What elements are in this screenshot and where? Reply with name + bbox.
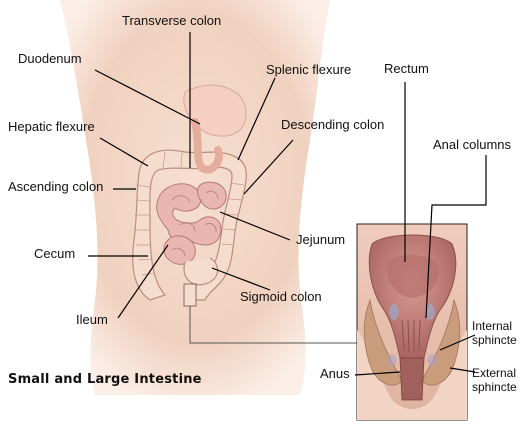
label-internal-sphincter: Internal sphincte bbox=[472, 320, 517, 348]
label-cecum: Cecum bbox=[34, 247, 75, 262]
sigmoid-colon-shape bbox=[184, 258, 218, 285]
label-hepatic-flexure: Hepatic flexure bbox=[8, 120, 95, 135]
label-rectum: Rectum bbox=[384, 62, 429, 77]
diagram-title: Small and Large Intestine bbox=[8, 372, 202, 387]
label-ascending-colon: Ascending colon bbox=[8, 180, 103, 195]
label-descending-colon: Descending colon bbox=[281, 118, 384, 133]
label-ileum: Ileum bbox=[76, 313, 108, 328]
label-sigmoid-colon: Sigmoid colon bbox=[240, 290, 322, 305]
label-external-sphincter: External sphincte bbox=[472, 367, 517, 395]
label-anus: Anus bbox=[320, 367, 350, 382]
rectum-tube bbox=[184, 284, 196, 306]
rectum-inset bbox=[357, 224, 467, 420]
label-duodenum: Duodenum bbox=[18, 52, 82, 67]
label-transverse-colon: Transverse colon bbox=[122, 14, 221, 29]
label-jejunum: Jejunum bbox=[296, 233, 345, 248]
label-splenic-flexure: Splenic flexure bbox=[266, 63, 351, 78]
label-anal-columns: Anal columns bbox=[433, 138, 511, 153]
